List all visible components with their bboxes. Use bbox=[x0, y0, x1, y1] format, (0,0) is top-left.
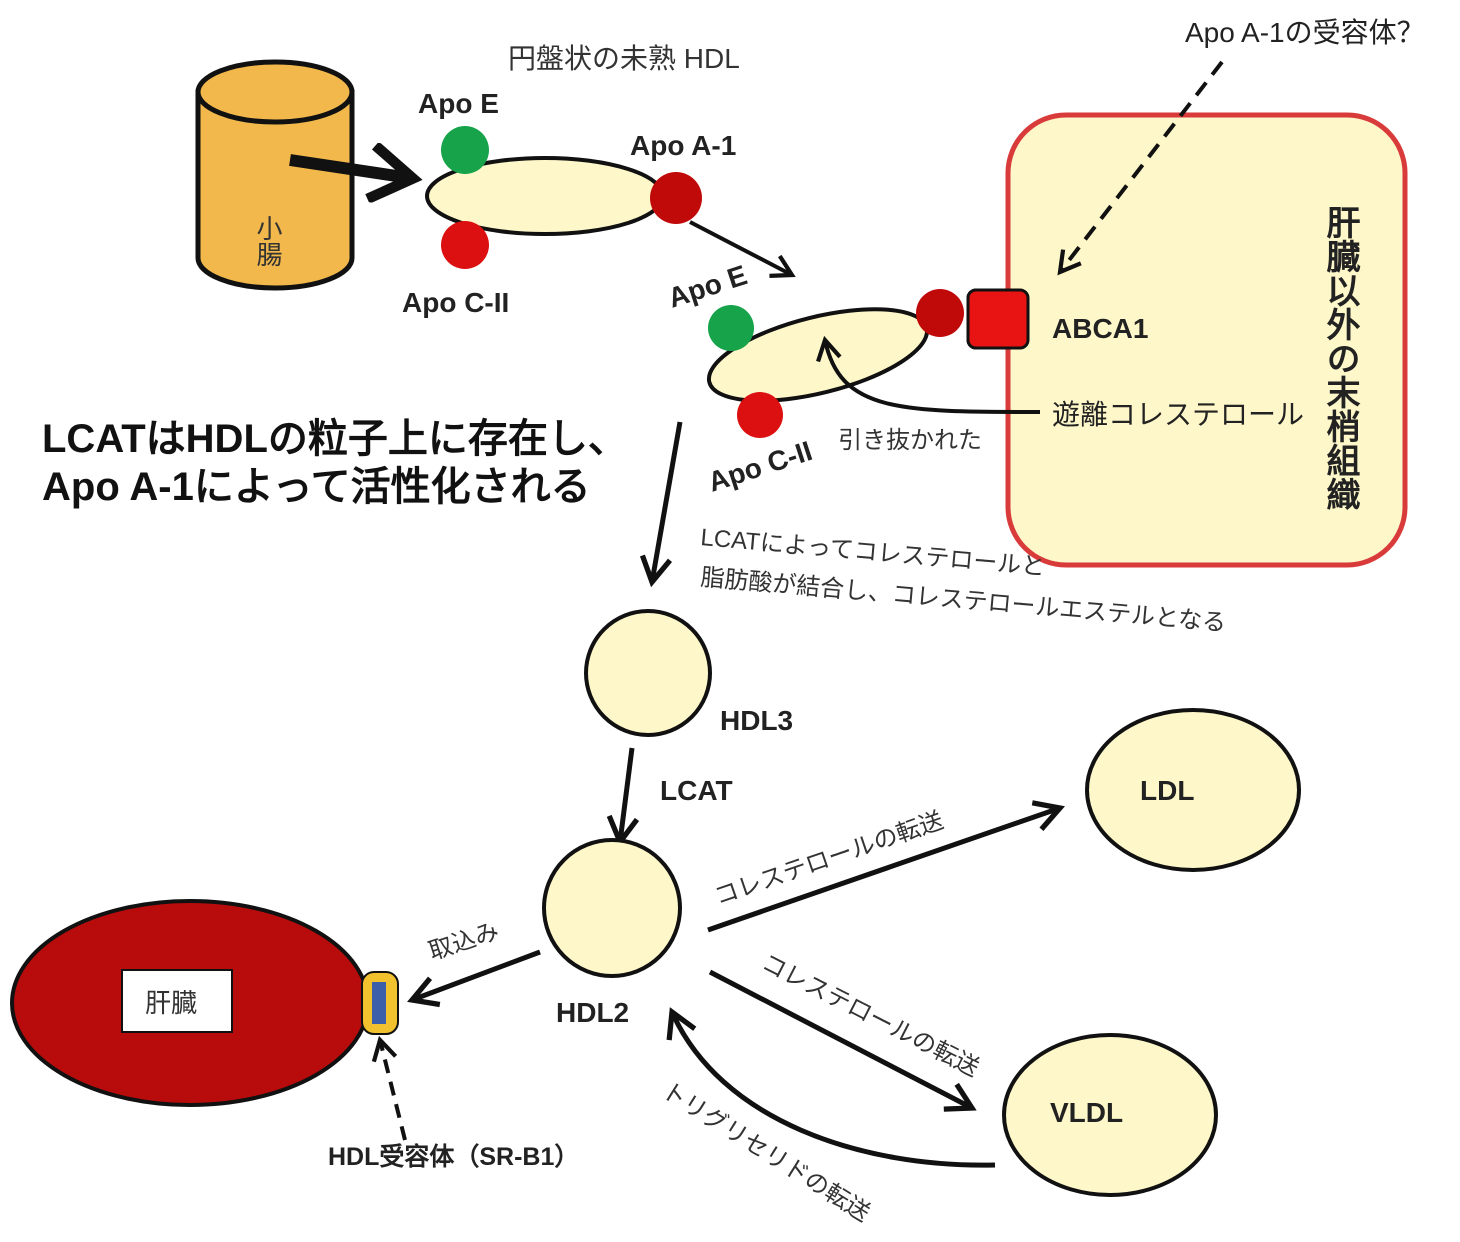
abca1-label: ABCA1 bbox=[1052, 313, 1148, 344]
apo-e-marker-mid bbox=[708, 305, 754, 351]
vldl-label: VLDL bbox=[1050, 1097, 1123, 1128]
hdl3-label: HDL3 bbox=[720, 705, 793, 736]
lcat-note-line2: Apo A-1によって活性化される bbox=[42, 465, 591, 509]
free-cholesterol-label: 遊離コレステロール bbox=[1052, 399, 1304, 430]
ldl-particle bbox=[1085, 708, 1301, 872]
apo-a1-receptor-question: Apo A-1の受容体？ bbox=[1185, 17, 1425, 48]
hdl2-particle bbox=[542, 838, 682, 978]
tg-transfer-arrow bbox=[666, 1007, 996, 1168]
hdl3-particle bbox=[584, 609, 712, 737]
disc-to-mid-arrow bbox=[689, 220, 796, 278]
intestine-label: 小腸 bbox=[253, 215, 283, 267]
vldl-particle bbox=[1002, 1033, 1218, 1197]
extracted-label: 引き抜かれた bbox=[838, 427, 982, 454]
hdl2-to-vldl-arrow bbox=[708, 969, 977, 1112]
ldl-label: LDL bbox=[1140, 775, 1194, 806]
lcat-reaction-line2: 脂肪酸が結合し、コレステロールエステルとなる bbox=[699, 564, 1227, 637]
hdl2-to-ldl-arrow bbox=[707, 800, 1065, 933]
intestine-to-hdl-arrow bbox=[289, 160, 410, 178]
lcat-note-line1: LCATはHDLの粒子上に存在し、 bbox=[42, 417, 628, 461]
disc-hdl-label: 円盤状の未熟 HDL bbox=[508, 43, 740, 74]
liver-label: 肝臓 bbox=[145, 988, 197, 1018]
apo-c2-marker bbox=[441, 221, 489, 269]
hdl-receptor-sr-b1 bbox=[361, 971, 399, 1035]
apo-a1-label-top: Apo A-1 bbox=[630, 130, 736, 161]
hdl3-to-hdl2-arrow bbox=[606, 747, 640, 848]
hdl2-label: HDL2 bbox=[556, 997, 629, 1028]
intestine: 小腸 bbox=[195, 59, 355, 291]
hdl-receptor-label: HDL受容体（SR-B1） bbox=[328, 1142, 579, 1171]
apo-a1-marker-mid bbox=[916, 289, 964, 337]
tissue-label: 肝臓以外の末梢組織 bbox=[1321, 205, 1360, 511]
apo-c2-label-mid: Apo C-II bbox=[704, 435, 816, 498]
apo-c2-label-top: Apo C-II bbox=[402, 287, 509, 318]
liver-label-box bbox=[121, 969, 233, 1033]
apo-a1-marker bbox=[650, 172, 702, 224]
apo-c2-marker-mid bbox=[737, 392, 783, 438]
uptake-label: 取込み bbox=[426, 918, 503, 966]
disc-hdl-particle bbox=[425, 126, 702, 269]
apo-e-label-top: Apo E bbox=[418, 88, 499, 119]
apo-e-label-mid: Apo E bbox=[664, 259, 751, 313]
receptor-label-dashed-arrow bbox=[371, 1035, 407, 1141]
hdl2-to-liver-arrow bbox=[407, 949, 541, 1008]
cholesterol-efflux-arrow bbox=[816, 335, 1041, 414]
tg-transfer-label: トリグリセリドの転送 bbox=[657, 1077, 875, 1227]
receptor-dashed-arrow bbox=[1057, 60, 1224, 276]
mid-to-hdl3-arrow bbox=[639, 421, 683, 588]
lcat-label: LCAT bbox=[660, 775, 733, 806]
apo-e-marker bbox=[441, 126, 489, 174]
